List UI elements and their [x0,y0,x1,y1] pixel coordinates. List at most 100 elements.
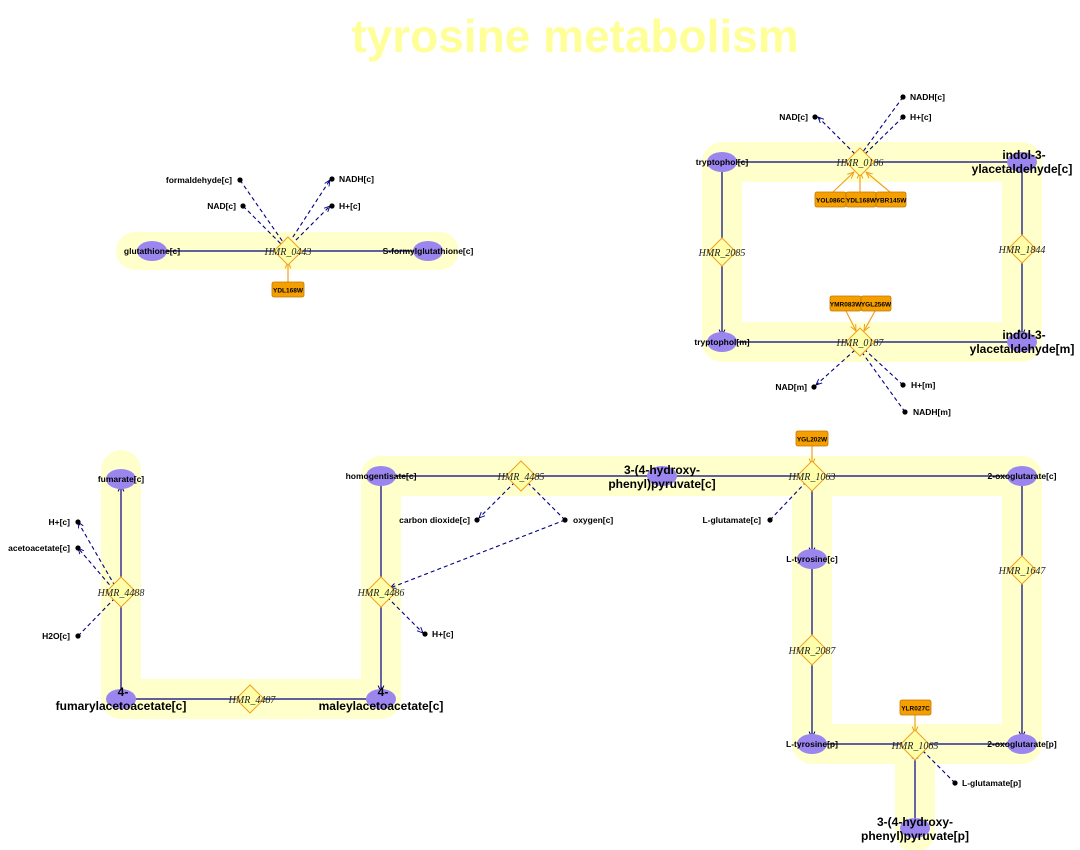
node-tyrosine-c[interactable] [797,549,827,569]
label-indol-c: indol-3- [1002,148,1045,162]
reaction-label: HMR_1647 [998,566,1047,577]
label-glutamate-c: L-glutamate[c] [702,515,761,525]
reaction-label: HMR_0186 [836,158,884,169]
gene-box-ygl202w[interactable] [795,430,829,447]
reaction-hmr-1647[interactable] [1007,555,1037,585]
map-title: tyrosine metabolism [351,10,798,62]
gene-label: YMR083W [830,302,862,309]
reaction-hmr-0187[interactable] [845,327,875,357]
reaction-hmr-4487[interactable] [235,684,265,714]
label-hpp-p: phenyl)pyruvate[p] [861,829,969,843]
label-h2o-c: H2O[c] [42,631,70,641]
node-fumarate-c[interactable] [106,469,136,489]
label-glutamate-p: L-glutamate[p] [962,778,1021,788]
node-oxoglutarate-p[interactable] [1007,734,1037,754]
reaction-hmr-2087[interactable] [796,634,828,666]
label-indol-m: indol-3- [1002,328,1045,342]
label-nad-c: NAD[c] [779,112,808,122]
reaction-hmr-0443[interactable] [273,236,303,266]
label-indol-c: ylacetaldehyde[c] [972,162,1073,176]
reaction-hmr-0186[interactable] [845,147,875,177]
label-h-c: H+[c] [339,201,361,211]
label-tryptophol-m: tryptophol[m] [694,337,749,347]
gene-boxes [271,191,932,716]
label-homogentisate-c: homogentisate[c] [346,471,417,481]
gene-label: YLR027C [901,706,930,713]
reaction-label: HMR_1063 [788,472,836,483]
reaction-nodes [105,147,1037,761]
gene-label: YDL168W [273,288,304,295]
label-tyrosine-p: L-tyrosine[p] [786,739,838,749]
node-indol-c[interactable] [1007,152,1037,172]
gene-box-ydl168w-0443[interactable] [271,281,305,298]
label-fumarate-c: fumarate[c] [98,474,144,484]
label-nadh-c: NADH[c] [339,174,374,184]
main-edges [121,161,1022,828]
reaction-hmr-4485[interactable] [505,460,537,492]
node-s-formylglutathione-c[interactable] [413,241,443,261]
reaction-label: HMR_4488 [97,588,145,599]
label-oxoglutarate-p: 2-oxoglutarate[p] [987,739,1057,749]
reaction-hmr-1065[interactable] [899,729,931,761]
gene-label: YGL202W [797,437,828,444]
reaction-hmr-4486[interactable] [365,576,397,608]
reaction-hmr-2085[interactable] [707,237,737,267]
label-fumarylacetoacetate-c: 4- [118,685,129,699]
label-nadh-m: NADH[m] [913,407,951,417]
gene-edges [288,172,915,733]
reaction-hmr-4488[interactable] [105,576,137,608]
node-hpp-c[interactable] [647,466,677,486]
gene-box-ylr027c[interactable] [899,699,932,716]
label-glutathione-c: glutathione[c] [124,246,180,256]
node-maleylacetoacetate-c[interactable] [366,689,396,709]
reaction-hmr-1063[interactable] [796,460,828,492]
label-maleylacetoacetate-c: maleylacetoacetate[c] [319,699,444,713]
label-nad-m: NAD[m] [775,382,807,392]
node-tyrosine-p[interactable] [797,734,827,754]
side-edges [78,96,956,784]
label-indol-m: ylacetaldehyde[m] [970,342,1075,356]
reaction-label: HMR_2087 [788,646,837,657]
gene-box-ygl256w[interactable] [860,295,892,312]
pathway-bands [101,142,1042,850]
gene-label: YOL086C [816,198,845,205]
node-indol-m[interactable] [1007,332,1037,352]
node-homogentisate-c[interactable] [366,466,396,486]
node-glutathione-c[interactable] [137,241,167,261]
gene-label: YGL256W [861,302,892,309]
node-tryptophol-c[interactable] [707,152,737,172]
node-oxoglutarate-c[interactable] [1007,466,1037,486]
node-hpp-p[interactable] [900,818,930,838]
label-maleylacetoacetate-c: 4- [378,685,389,699]
label-s-formylglutathione-c: S-formylglutathione[c] [383,246,474,256]
reaction-label: HMR_1844 [998,245,1046,256]
label-oxoglutarate-c: 2-oxoglutarate[c] [988,471,1057,481]
label-hpp-c: phenyl)pyruvate[c] [608,477,715,491]
label-oxygen-c: oxygen[c] [573,515,613,525]
reaction-label: HMR_1065 [891,741,939,752]
gene-labels: YDL168W YOL086C YDL168W YBR145W YMR083W … [273,198,930,713]
reaction-labels: HMR_0443 HMR_0186 HMR_0187 HMR_2085 HMR_… [97,158,1047,752]
reaction-label: HMR_4486 [357,588,405,599]
node-tryptophol-m[interactable] [707,332,737,352]
label-co2-c: carbon dioxide[c] [399,515,470,525]
label-acetoacetate-c: acetoacetate[c] [8,543,70,553]
label-h-c: H+[c] [49,517,71,527]
side-compound-dots [75,94,958,786]
gene-label: YBR145W [876,198,908,205]
reaction-label: HMR_4487 [228,695,277,706]
reaction-label: HMR_0187 [836,338,885,349]
node-fumarylacetoacetate-c[interactable] [106,689,136,709]
label-nadh-c: NADH[c] [910,92,945,102]
gene-box-ybr145w[interactable] [875,191,907,208]
band-tryptophol-loop [702,142,1042,362]
label-tyrosine-c: L-tyrosine[c] [786,554,838,564]
label-hpp-p: 3-(4-hydroxy- [877,815,953,829]
metabolite-nodes [106,152,1037,838]
reaction-hmr-1844[interactable] [1007,234,1037,264]
label-formaldehyde-c: formaldehyde[c] [166,175,232,185]
gene-label: YDL168W [846,198,877,205]
label-fumarylacetoacetate-c: fumarylacetoacetate[c] [56,699,187,713]
label-tryptophol-c: tryptophol[c] [696,157,749,167]
